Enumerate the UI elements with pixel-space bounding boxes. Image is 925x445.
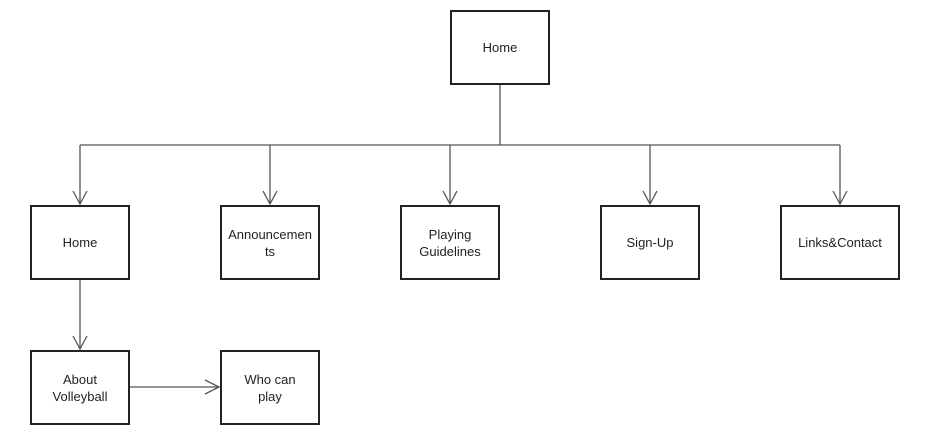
node-label: Links&Contact [798, 235, 882, 250]
node-label: Playing Guidelines [419, 226, 481, 259]
node-label: Sign-Up [626, 235, 674, 250]
node-about-volleyball: About Volleyball [30, 350, 130, 425]
arrowhead-announcements [262, 190, 278, 206]
node-links-contact: Links&Contact [780, 205, 900, 280]
node-home-root: Home [450, 10, 550, 85]
node-announcements: Announcements [220, 205, 320, 280]
node-home: Home [30, 205, 130, 280]
arrowhead-about [72, 335, 88, 351]
arrowhead-sign-up [642, 190, 658, 206]
node-playing-guidelines: Playing Guidelines [400, 205, 500, 280]
arrowhead-playing-guidelines [442, 190, 458, 206]
node-label: Announcements [228, 226, 312, 259]
node-sign-up: Sign-Up [600, 205, 700, 280]
node-label: Home [482, 40, 518, 55]
node-label: About Volleyball [52, 371, 108, 404]
arrowhead-who [204, 379, 221, 395]
arrowhead-links-contact [832, 190, 848, 206]
node-who-can-play: Who can play [220, 350, 320, 425]
arrowhead-home [72, 190, 88, 206]
node-label: Home [62, 235, 98, 250]
node-label: Who can play [244, 371, 296, 404]
